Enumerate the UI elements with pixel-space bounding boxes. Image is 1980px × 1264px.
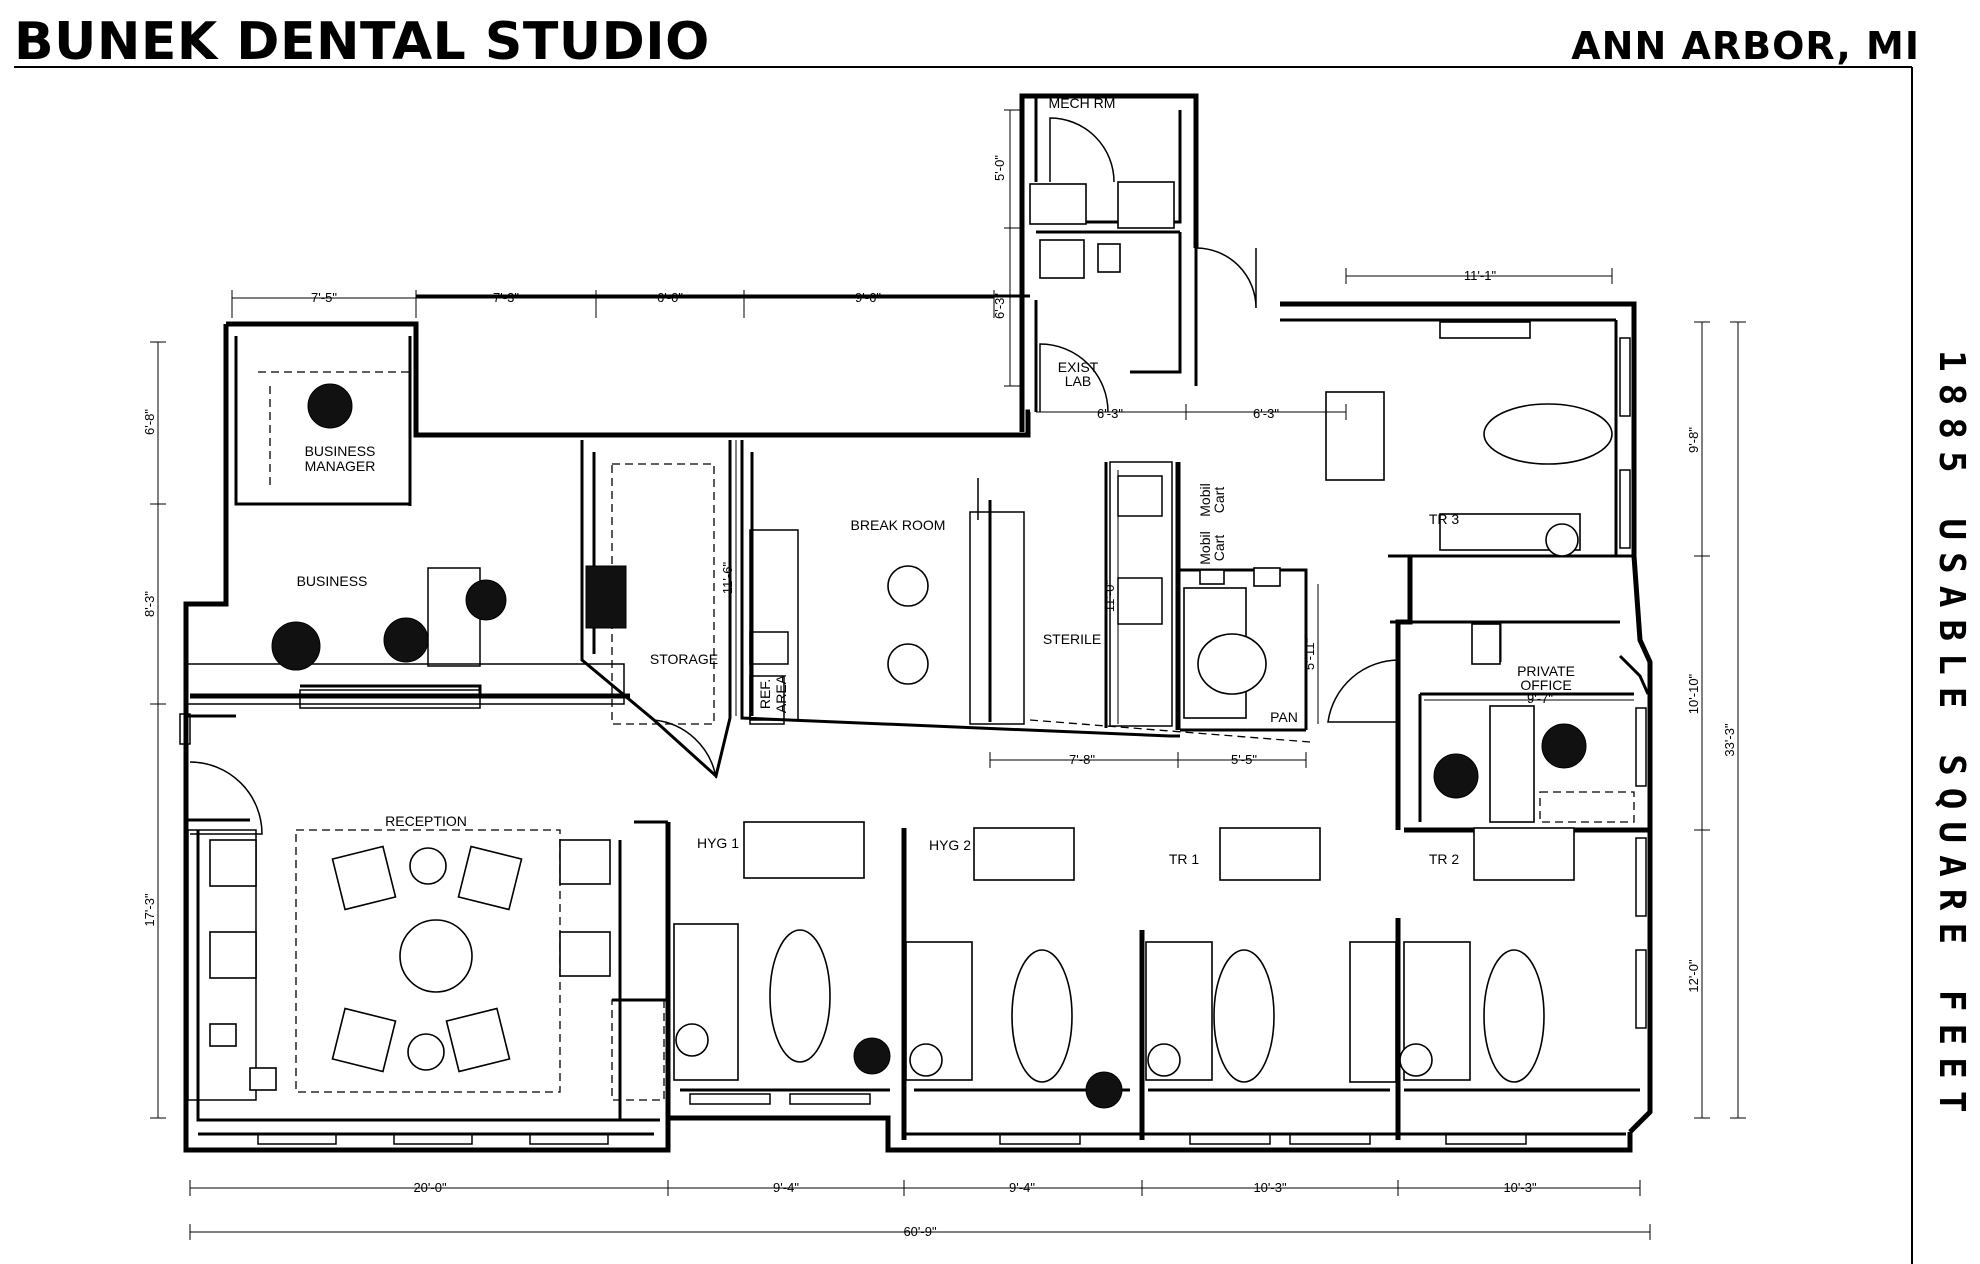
label-mech-rm: MECH RM: [1049, 95, 1116, 111]
casework: [185, 181, 1635, 1101]
dim-right-mid: 10'-10": [1686, 673, 1701, 714]
dimension-lines: [150, 109, 1746, 1240]
dim-tr3-width: 11'-1": [1464, 268, 1497, 283]
dim-private-office-width: 9'-7": [1527, 691, 1553, 706]
label-mobil-cart-b-1: Mobil: [1197, 531, 1213, 564]
label-mobil-cart-a-1: Mobil: [1197, 483, 1213, 516]
label-private-office-2: OFFICE: [1520, 677, 1571, 693]
dim-pan-width: 5'-5": [1231, 752, 1257, 767]
dim-pan-height: 5'-11": [1302, 638, 1317, 671]
dim-bottom-4: 10'-3": [1253, 1180, 1287, 1195]
label-tr1: TR 1: [1169, 851, 1200, 867]
dim-top-4: 9'-6": [855, 290, 881, 305]
label-ref-area-2: AREA: [773, 674, 789, 713]
dim-bottom-3: 9'-4": [1009, 1180, 1035, 1195]
dim-bottom-5: 10'-3": [1503, 1180, 1537, 1195]
label-hyg1: HYG 1: [697, 835, 739, 851]
label-pan: PAN: [1270, 709, 1298, 725]
room-labels: BUSINESS MANAGER BUSINESS STORAGE REF. A…: [297, 95, 1575, 867]
dim-bottom-1: 20'-0": [413, 1180, 447, 1195]
label-business: BUSINESS: [297, 573, 368, 589]
dimension-labels: 7'-5" 7'-3" 6'-0" 9'-6" 5'-0" 6'-3" 6'-3…: [142, 155, 1737, 1239]
dim-top-1: 7'-5": [311, 290, 337, 305]
label-mobil-cart-a-2: Cart: [1211, 487, 1227, 514]
doors: [189, 117, 1401, 835]
city-title: ANN ARBOR, MI: [1571, 24, 1920, 68]
label-tr3: TR 3: [1429, 511, 1460, 527]
dental-equipment: [673, 403, 1613, 1083]
dim-top-3: 6'-0": [657, 290, 683, 305]
label-sterile: STERILE: [1043, 631, 1101, 647]
windows: [179, 337, 1647, 1145]
label-private-office-1: PRIVATE: [1517, 663, 1575, 679]
label-mobil-cart-b-2: Cart: [1211, 535, 1227, 562]
dim-bottom-2: 9'-4": [773, 1180, 799, 1195]
furniture: [209, 383, 1587, 1109]
label-tr2: TR 2: [1429, 851, 1460, 867]
label-storage: STORAGE: [650, 651, 718, 667]
label-business-manager-2: MANAGER: [305, 458, 376, 474]
dim-left-3: 17'-3": [142, 893, 157, 927]
label-business-manager-1: BUSINESS: [305, 443, 376, 459]
label-break-room: BREAK ROOM: [851, 517, 946, 533]
dim-right-low: 12'-0": [1686, 959, 1701, 993]
label-exist-lab-1: EXIST: [1058, 359, 1099, 375]
dim-mech-height: 5'-0": [992, 155, 1007, 181]
dim-lab-width: 6'-3": [1097, 406, 1123, 421]
dim-sterile-width: 7'-8": [1069, 752, 1095, 767]
studio-title: BUNEK DENTAL STUDIO: [14, 12, 710, 72]
dim-lab-height: 6'-3": [992, 293, 1007, 319]
dim-left-1: 6'-8": [142, 409, 157, 435]
label-exist-lab-2: LAB: [1065, 373, 1091, 389]
dim-tr3-height: 9'-8": [1686, 427, 1701, 453]
label-ref-area-1: REF.: [757, 679, 773, 709]
dim-right-total: 33'-3": [1722, 723, 1737, 757]
dim-top-2: 7'-3": [493, 290, 519, 305]
dim-storage-height: 11'-6": [720, 562, 735, 595]
dim-left-2: 8'-3": [142, 591, 157, 617]
dim-overall-width: 60'-9": [903, 1224, 937, 1239]
dim-sterile-height: 11'-0": [1102, 580, 1117, 613]
usable-area-banner: 1885 USABLE SQUARE FEET: [1931, 350, 1972, 1125]
label-hyg2: HYG 2: [929, 837, 971, 853]
dim-corridor-width: 6'-3": [1253, 406, 1279, 421]
label-reception: RECEPTION: [385, 813, 467, 829]
